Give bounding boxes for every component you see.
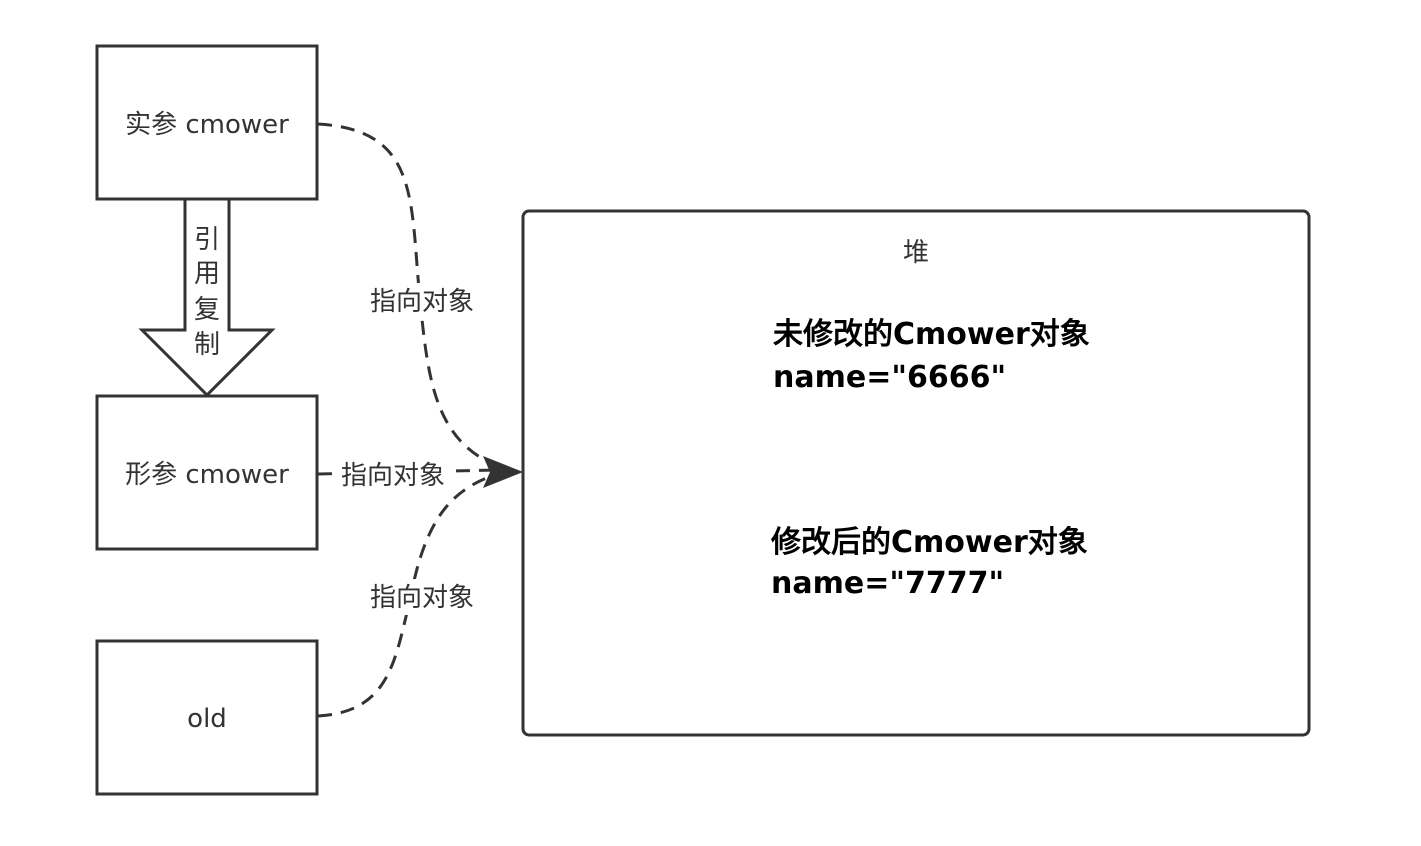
edge-label-old: 指向对象 [370,583,474,613]
copy-arrow-shape [138,197,276,398]
old-node: old [95,639,319,796]
formal-param-label: 形参 cmower [125,460,289,490]
edge-label-formal: 指向对象 [341,461,445,491]
original-object-title: 未修改的Cmower对象 [773,317,1090,352]
actual-param-label: 实参 cmower [125,110,289,140]
old-label: old [187,704,227,734]
copy-arrow-char: 复 [194,295,220,325]
heap-node: 堆 未修改的Cmower对象 name="6666" 修改后的Cmower对象 … [521,209,1311,737]
actual-param-node: 实参 cmower [95,44,319,201]
old-box [95,639,319,796]
copy-arrow-char: 引 [194,225,220,255]
formal-param-node: 形参 cmower [95,394,319,551]
heap-box [521,209,1311,737]
formal-param-box [95,394,319,551]
edge-label-bg [362,283,482,319]
copy-arrow: 引 用 复 制 [138,197,276,398]
heap-label: 堆 [903,238,929,268]
edge-label-bg [362,579,482,615]
modified-object-value: name="7777" [771,566,1004,601]
original-object-value: name="6666" [773,360,1006,395]
modified-object-title: 修改后的Cmower对象 [770,525,1088,560]
copy-arrow-char: 用 [194,259,220,289]
edge-label-bg [334,457,452,493]
copy-arrow-char: 制 [194,330,220,360]
actual-param-box [95,44,319,201]
edge-label-actual: 指向对象 [370,287,474,317]
edge-arrowhead [483,456,523,488]
